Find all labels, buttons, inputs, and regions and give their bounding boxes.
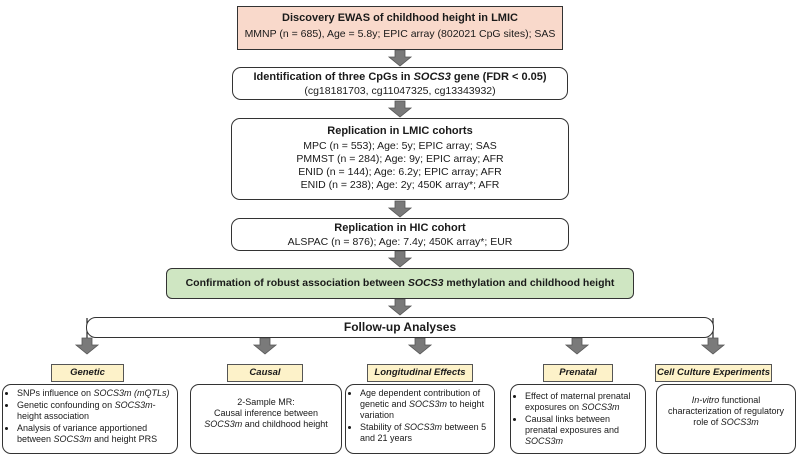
arrow-to-causal: [253, 337, 277, 355]
confirmation-text: Confirmation of robust association betwe…: [185, 277, 615, 289]
identification-title: Identification of three CpGs in SOCS3 ge…: [253, 71, 547, 83]
discovery-title: Discovery EWAS of childhood height in LM…: [282, 12, 518, 24]
replication-lmic-line: PMMST (n = 284); Age: 9y; EPIC array; AF…: [296, 153, 504, 165]
replication-lmic-line: MPC (n = 553); Age: 5y; EPIC array; SAS: [303, 140, 497, 152]
replication-hic-box: Replication in HIC cohort ALSPAC (n = 87…: [231, 218, 569, 251]
followup-title: Follow-up Analyses: [343, 320, 457, 334]
arrow-to-longitudinal: [408, 337, 432, 355]
longitudinal-bullet: Stability of SOCS3m between 5 and 21 yea…: [360, 422, 490, 444]
cellculture-detail-box: In-vitro functional characterization of …: [656, 384, 796, 454]
replication-lmic-line: ENID (n = 238); Age: 2y; 450K array*; AF…: [300, 179, 500, 191]
discovery-subtitle: MMNP (n = 685), Age = 5.8y; EPIC array (…: [244, 28, 556, 40]
replication-lmic-box: Replication in LMIC cohorts MPC (n = 553…: [231, 118, 569, 200]
replication-hic-line: ALSPAC (n = 876); Age: 7.4y; 450K array*…: [287, 236, 513, 248]
arrow-to-prenatal: [565, 337, 589, 355]
arrow-discovery-to-identification: [388, 49, 412, 67]
prenatal-bullet: Effect of maternal prenatal exposures on…: [525, 391, 641, 413]
identification-cpgs: (cg18181703, cg11047325, cg13343932): [304, 85, 496, 97]
identification-box: Identification of three CpGs in SOCS3 ge…: [232, 67, 568, 100]
genetic-bullet: Genetic confounding on SOCS3m-height ass…: [17, 400, 173, 422]
genetic-bullet: Analysis of variance apportioned between…: [17, 423, 173, 445]
genetic-detail-box: SNPs influence on SOCS3m (mQTLs) Genetic…: [2, 384, 178, 454]
longitudinal-detail-box: Age dependent contribution of genetic an…: [345, 384, 495, 454]
prenatal-bullet: Causal links between prenatal exposures …: [525, 414, 641, 447]
causal-line: 2-Sample MR:: [237, 397, 295, 407]
label-prenatal-effects: Prenatal effects: [543, 364, 613, 394]
causal-line: SOCS3m and childhood height: [204, 419, 328, 429]
label-causal-inference: Causal Inference: [227, 364, 303, 394]
causal-detail-box: 2-Sample MR: Causal inference between SO…: [190, 384, 342, 454]
replication-lmic-title: Replication in LMIC cohorts: [327, 125, 473, 137]
arrow-hic-to-confirmation: [388, 250, 412, 268]
label-genetic-influence: Genetic Influence: [51, 364, 124, 394]
arrow-confirmation-to-followup: [388, 298, 412, 316]
arrow-to-genetic: [75, 337, 99, 355]
arrow-identification-to-replication: [388, 100, 412, 118]
cellculture-text: In-vitro functional characterization of …: [667, 395, 785, 427]
confirmation-box: Confirmation of robust association betwe…: [166, 268, 634, 299]
label-cell-culture-experiments: Cell Culture Experiments: [655, 364, 772, 382]
causal-line: Causal inference between: [213, 408, 319, 418]
arrow-to-cellculture: [701, 337, 725, 355]
prenatal-detail-box: Effect of maternal prenatal exposures on…: [510, 384, 646, 454]
followup-box: Follow-up Analyses: [86, 317, 714, 338]
label-longitudinal-effects: Longitudinal Effects: [367, 364, 473, 382]
discovery-box: Discovery EWAS of childhood height in LM…: [237, 6, 563, 50]
longitudinal-bullet: Age dependent contribution of genetic an…: [360, 388, 490, 421]
arrow-replication-to-hic: [388, 200, 412, 218]
replication-hic-title: Replication in HIC cohort: [334, 222, 466, 234]
replication-lmic-line: ENID (n = 144); Age: 6.2y; EPIC array; A…: [298, 166, 502, 178]
genetic-bullet: SNPs influence on SOCS3m (mQTLs): [17, 388, 173, 399]
